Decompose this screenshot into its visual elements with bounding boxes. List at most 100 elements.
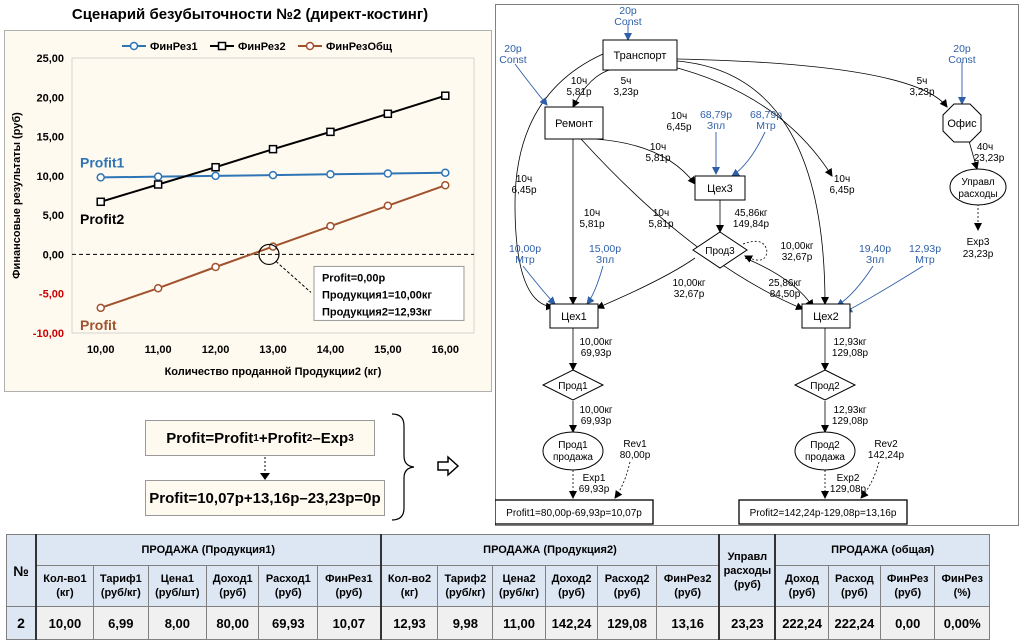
profit1-box bbox=[495, 499, 654, 525]
prod1-sale-label: Прод1 bbox=[558, 440, 588, 451]
header-unit: (руб/кг) bbox=[445, 587, 486, 599]
table-cell: 6,99 bbox=[92, 606, 149, 640]
table-cell: 222,24 bbox=[827, 606, 882, 640]
header-text: Расход1 bbox=[265, 573, 311, 585]
prod1-sale-node bbox=[542, 431, 604, 471]
data-point bbox=[153, 283, 163, 293]
edge-label: 69,93р bbox=[581, 348, 612, 359]
edge-label: 25,86кг bbox=[768, 278, 801, 289]
right-arrow-icon bbox=[437, 455, 460, 477]
legend-entry: ФинРезОбщ bbox=[326, 41, 393, 53]
x-tick-label: 10,00 bbox=[87, 344, 115, 356]
upravl-header: Управл расходы (руб) bbox=[718, 534, 776, 607]
y-tick-label: 20,00 bbox=[36, 92, 64, 104]
table-cell: 9,98 bbox=[437, 606, 494, 640]
chart-title: Сценарий безубыточности №2 (директ-кости… bbox=[71, 6, 429, 23]
table-cell: 69,93 bbox=[258, 606, 319, 640]
tsekh1-label: Цех1 bbox=[561, 311, 587, 323]
prod2-sale-label: продажа bbox=[805, 452, 845, 463]
edge-label: 32,67р bbox=[782, 252, 813, 263]
column-header: Кол-во1(кг) bbox=[34, 565, 94, 607]
data-point bbox=[211, 262, 220, 272]
edge-label: 3,23р bbox=[613, 87, 638, 98]
y-tick-label: 10,00 bbox=[36, 171, 64, 183]
tsekh2-zpl-label: Зпл bbox=[866, 254, 884, 266]
header-unit: (руб/кг) bbox=[499, 587, 540, 599]
legend-marker bbox=[305, 41, 315, 51]
tsekh2-label: Цех2 bbox=[813, 311, 839, 323]
table-cell: 129,08 bbox=[597, 606, 657, 640]
edge-label: 5ч bbox=[917, 76, 928, 87]
legend-marker bbox=[129, 41, 139, 51]
transport-label: Транспорт bbox=[614, 50, 667, 62]
table-cell: 80,00 bbox=[205, 606, 260, 640]
y-tick-label: -10,00 bbox=[33, 328, 64, 340]
edge-label: 6,45р bbox=[511, 185, 536, 196]
edge-label: 45,86кг bbox=[734, 208, 767, 219]
series-label-0: Profit1 bbox=[80, 154, 125, 170]
header-text: Расход2 bbox=[604, 573, 650, 585]
tsekh2-node bbox=[801, 303, 851, 329]
column-header: Расход(руб) bbox=[827, 565, 882, 607]
tsekh3-mtr-label: 68,79р bbox=[750, 109, 782, 121]
edge-label: 10ч bbox=[650, 142, 666, 153]
edge-label: 10,00кг bbox=[579, 405, 612, 416]
edge-label: 6,45р bbox=[829, 185, 854, 196]
column-header: ФинРез2(руб) bbox=[655, 565, 720, 607]
header-unit: (руб) bbox=[219, 587, 247, 599]
header-text: расходы bbox=[723, 564, 772, 577]
data-point bbox=[268, 170, 278, 180]
column-header: Кол-во2(кг) bbox=[379, 565, 439, 607]
y-axis-label: Финансовые результаты (руб) bbox=[11, 112, 23, 279]
data-point bbox=[383, 109, 393, 119]
column-header: Тариф2(руб/кг) bbox=[437, 565, 494, 607]
data-point bbox=[441, 168, 450, 177]
header-text: ФинРез2 bbox=[663, 573, 712, 585]
breakeven-text: Продукция2=12,93кг bbox=[322, 306, 432, 318]
formula-sub3: 3 bbox=[348, 432, 354, 444]
edge-label: 12,93кг bbox=[833, 405, 866, 416]
column-header: ФинРез1(руб) bbox=[317, 565, 382, 607]
rev1-label: 80,00р bbox=[620, 450, 651, 461]
sale-product1-header: ПРОДАЖА (Продукция1) bbox=[35, 534, 382, 566]
edge-label: 5,81р bbox=[579, 219, 604, 230]
table-cell: 10,00 bbox=[34, 606, 94, 640]
table-cell: 222,24 bbox=[774, 606, 829, 640]
tsekh1-mtr-label: 10,00р bbox=[509, 243, 541, 255]
tsekh3-mtr-label: Мтр bbox=[756, 120, 776, 132]
edge-label: 10ч bbox=[671, 111, 687, 122]
header-text: (руб) bbox=[733, 578, 761, 591]
table-cell: 8,00 bbox=[147, 606, 207, 640]
table-cell: 0,00% bbox=[934, 606, 990, 640]
prod3-node bbox=[692, 231, 748, 269]
tsekh1-node bbox=[549, 303, 599, 329]
formula-sub1: 1 bbox=[253, 432, 259, 444]
data-point bbox=[383, 201, 393, 210]
breakeven-text: Продукция1=10,00кг bbox=[322, 289, 432, 301]
header-unit: (руб/шт) bbox=[155, 587, 200, 599]
upravl-label: Управл bbox=[961, 177, 995, 188]
profit2-box-label: Profit2=142,24р-129,08р=13,16р bbox=[750, 508, 897, 519]
formula-part: Profit=Profit bbox=[166, 429, 254, 447]
header-text: Кол-во2 bbox=[387, 573, 432, 585]
series-label-1: Profit2 bbox=[80, 211, 125, 227]
header-text: ФинРез bbox=[941, 573, 983, 585]
edge-label: 129,08р bbox=[832, 348, 869, 359]
legend-entry: ФинРез1 bbox=[150, 41, 198, 53]
breakeven-text: Profit=0,00р bbox=[322, 272, 386, 284]
const-right-label: 20р bbox=[953, 43, 971, 55]
data-point bbox=[441, 91, 450, 100]
data-point bbox=[96, 303, 105, 313]
edge-label: 84,50р bbox=[770, 289, 801, 300]
line-chart: 25,0020,0015,0010,005,000,00-5,00-10,001… bbox=[11, 41, 475, 378]
x-tick-label: 15,00 bbox=[374, 344, 402, 356]
upravl-label: расходы bbox=[958, 189, 997, 200]
tsekh2-mtr-label: Мтр bbox=[915, 254, 935, 266]
column-header: Цена2 (руб/кг) bbox=[492, 565, 546, 607]
header-text: Цена2 bbox=[502, 573, 536, 585]
breakeven-circle bbox=[258, 243, 280, 266]
edge-label: 23,23р bbox=[974, 153, 1005, 164]
prod2-sale-label: Прод2 bbox=[810, 440, 840, 451]
data-point bbox=[153, 180, 163, 189]
header-unit: (руб) bbox=[894, 587, 922, 599]
